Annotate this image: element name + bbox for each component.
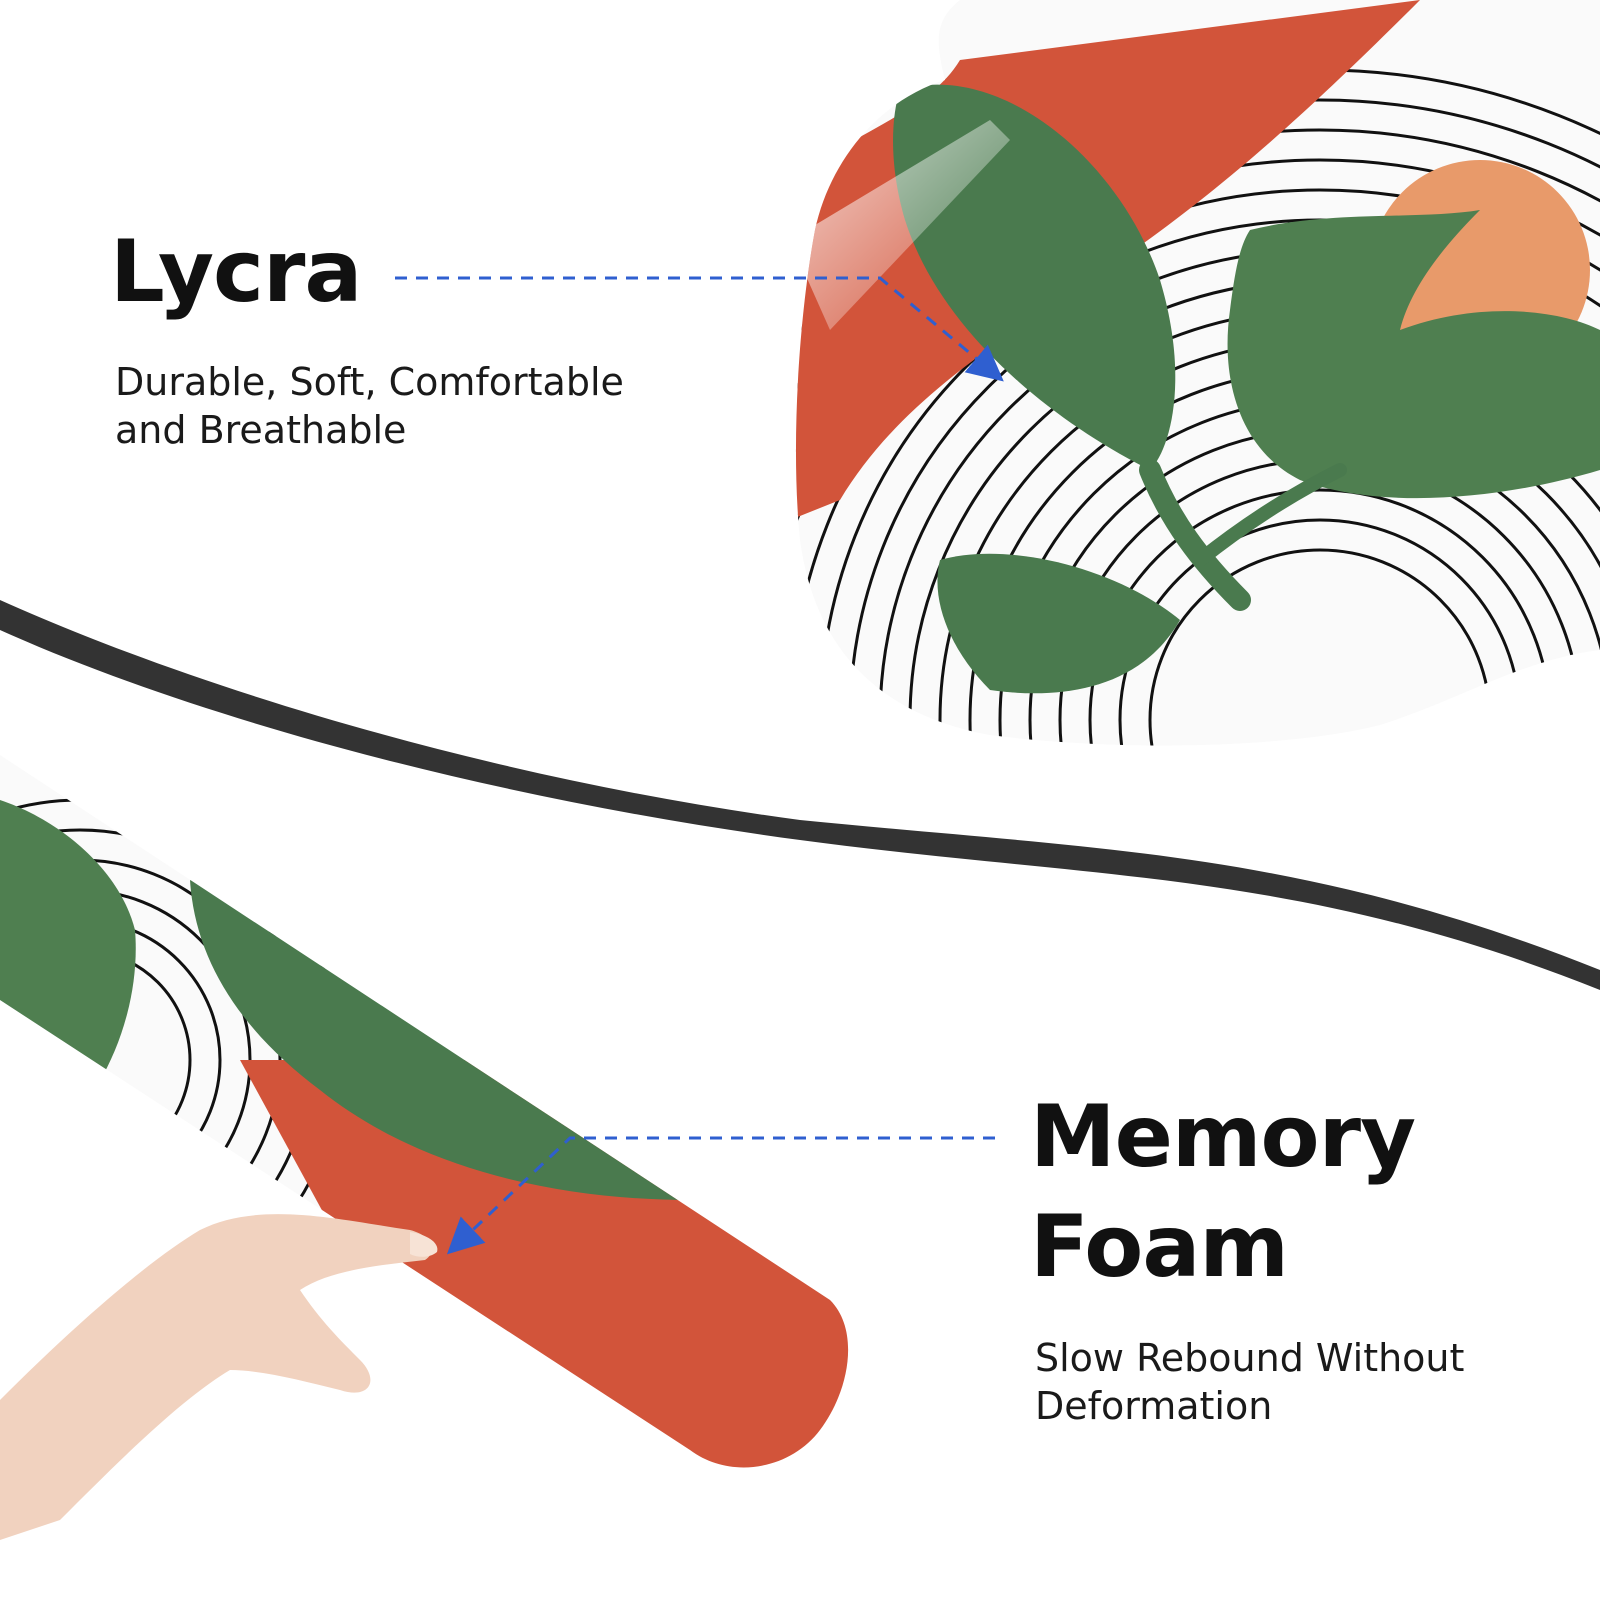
lycra-title: Lycra: [110, 222, 362, 322]
lycra-callout-arrow: [395, 276, 1004, 382]
foam-callout-arrow: [446, 1136, 995, 1255]
leaf-stem: [1139, 459, 1251, 611]
hand-illustration: [0, 1214, 438, 1540]
leaf-bottom: [937, 553, 1180, 694]
terracotta-shape-rest: [240, 1060, 849, 1468]
leaf-stem-branch: [1193, 463, 1347, 567]
memory-foam-title: Memory Foam: [1030, 1087, 1416, 1297]
leaf-right: [1227, 210, 1600, 499]
lycra-description: Durable, Soft, Comfortable and Breathabl…: [115, 360, 624, 452]
memory-foam-description: Slow Rebound Without Deformation: [1035, 1336, 1465, 1428]
